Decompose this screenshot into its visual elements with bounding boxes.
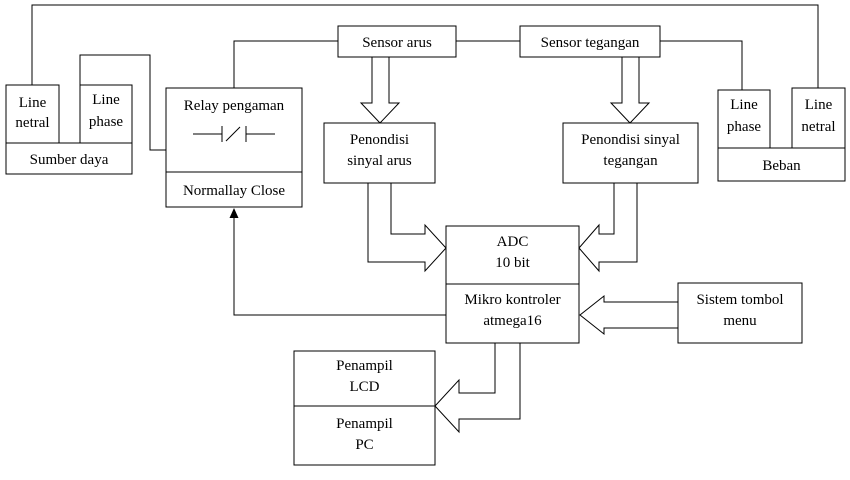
arrow-sensor-arus-down xyxy=(359,56,401,124)
arrow-mikro-to-display xyxy=(434,342,521,434)
wire-netral-loop xyxy=(31,4,819,88)
sumber-line-phase-label-2: phase xyxy=(89,114,123,130)
sumber-line-phase-box xyxy=(79,84,133,144)
beban-line-phase-label-2: phase xyxy=(727,119,761,135)
adc-mikro-block: ADC 10 bit Mikro kontroler atmega16 xyxy=(445,225,580,344)
relay-box xyxy=(165,87,303,208)
sumber-line-netral-label-2: netral xyxy=(15,115,49,131)
tombol-label-2: menu xyxy=(723,313,757,329)
beban-line-netral-label-1: Line xyxy=(805,97,833,113)
sensor-tegangan-box xyxy=(519,25,661,58)
wire-sensor-tegangan-to-beban xyxy=(660,40,743,90)
arrow-pen-tegangan-to-adc xyxy=(578,182,638,273)
sumber-line-phase-label-1: Line xyxy=(92,92,120,108)
pen-tegangan-block: Penondisi sinyal tegangan xyxy=(562,122,699,184)
pen-tegangan-label-1: Penondisi sinyal xyxy=(581,132,680,148)
sensor-arus-box xyxy=(337,25,457,58)
display-block: Penampil LCD Penampil PC xyxy=(293,350,436,466)
nc-contact-symbol xyxy=(193,126,275,142)
arrow-tombol-to-mikro xyxy=(579,294,679,336)
beban-line-phase-label-1: Line xyxy=(730,97,758,113)
beban-line-netral-label-2: netral xyxy=(801,119,835,135)
tombol-label-1: Sistem tombol xyxy=(696,292,783,308)
sensor-tegangan-label: Sensor tegangan xyxy=(541,35,640,51)
adc-label-2: 10 bit xyxy=(495,255,530,271)
arrow-pen-arus-to-adc xyxy=(367,182,447,273)
wire-phase-to-relay xyxy=(79,54,166,151)
sumber-line-netral-label-1: Line xyxy=(19,95,47,111)
pen-tegangan-label-2: tegangan xyxy=(603,153,658,169)
pen-tegangan-box xyxy=(562,122,699,184)
pen-arus-block: Penondisi sinyal arus xyxy=(323,122,436,184)
sensor-tegangan-block: Sensor tegangan xyxy=(519,25,661,58)
beban-label: Beban xyxy=(762,158,801,174)
signal-arrows xyxy=(359,56,679,434)
pen-arus-label-2: sinyal arus xyxy=(347,153,412,169)
arrow-sensor-tegangan-down xyxy=(609,56,651,124)
tombol-box xyxy=(677,282,803,344)
pc-label-2: PC xyxy=(355,437,373,453)
display-box xyxy=(293,350,436,466)
sensor-arus-label: Sensor arus xyxy=(362,35,432,51)
adc-label-1: ADC xyxy=(497,234,529,250)
lcd-label-1: Penampil xyxy=(336,358,393,374)
wiring xyxy=(31,4,819,316)
lcd-label-2: LCD xyxy=(350,379,380,395)
relay-block: Relay pengaman Normallay Close xyxy=(165,87,303,208)
beban-line-phase-box xyxy=(717,89,771,149)
sumber-daya-box xyxy=(5,142,133,175)
pen-arus-label-1: Penondisi xyxy=(350,132,409,148)
tombol-block: Sistem tombol menu xyxy=(677,282,803,344)
beban-block: Line phase Line netral Beban xyxy=(717,87,846,182)
mikro-label-2: atmega16 xyxy=(483,313,542,329)
mikro-label-1: Mikro kontroler xyxy=(464,292,560,308)
beban-line-netral-box xyxy=(791,87,846,149)
relay-title: Relay pengaman xyxy=(184,98,285,114)
sensor-arus-block: Sensor arus xyxy=(337,25,457,58)
sumber-daya-block: Line netral Line phase Sumber daya xyxy=(5,84,133,175)
sumber-line-netral-box xyxy=(5,84,60,144)
beban-box xyxy=(717,147,846,182)
relay-nc-label: Normallay Close xyxy=(183,183,285,199)
sumber-daya-label: Sumber daya xyxy=(30,152,109,168)
wire-relay-to-sensor-arus xyxy=(233,40,338,88)
wire-mikro-to-relay xyxy=(233,214,446,316)
pc-label-1: Penampil xyxy=(336,416,393,432)
arrowhead-relay xyxy=(229,208,239,218)
pen-arus-box xyxy=(323,122,436,184)
